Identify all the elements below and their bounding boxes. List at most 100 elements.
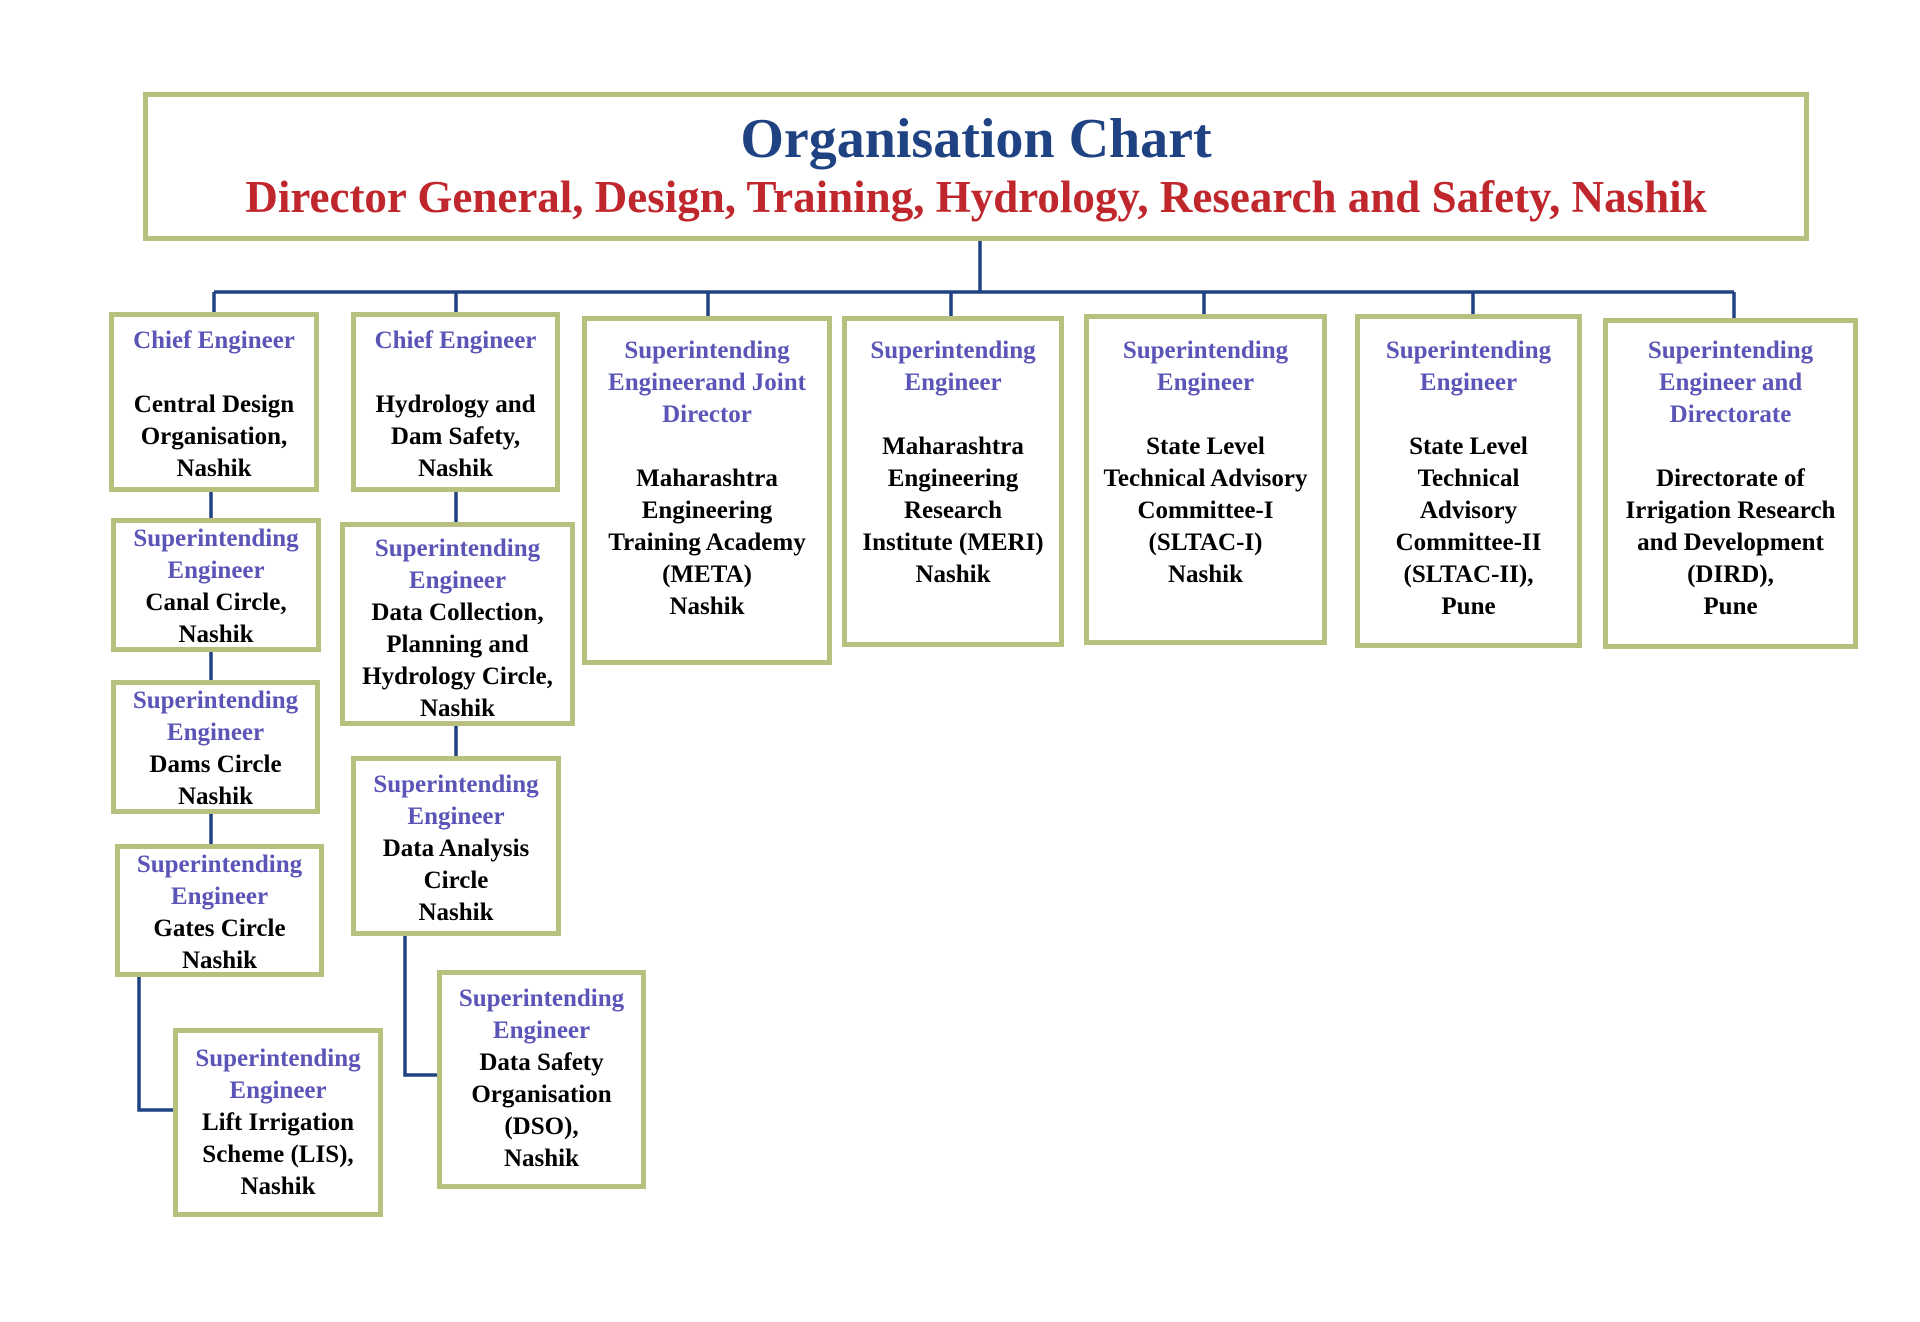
node-role: Superintending Engineer <box>1386 335 1551 399</box>
node-role: Superintending Engineer <box>137 849 302 913</box>
unit-line: State Level <box>1146 433 1265 460</box>
node-se-gates-circle: Superintending Engineer Gates Circle Nas… <box>115 844 324 977</box>
unit-line: Research <box>903 497 1003 524</box>
node-unit: Gates Circle Nashik <box>153 913 285 977</box>
unit-line: Data Collection, <box>371 599 544 626</box>
unit-line: Central Design <box>133 391 295 418</box>
node-ce-central-design: Chief Engineer Central Design Organisati… <box>109 312 319 492</box>
node-ce-hydrology-dam-safety: Chief Engineer Hydrology and Dam Safety,… <box>351 312 560 492</box>
unit-line: Hydrology and <box>375 391 536 418</box>
unit-line: Nashik <box>419 695 496 722</box>
unit-line: Engineering <box>641 497 773 524</box>
node-role: Superintending Engineer <box>1123 335 1288 399</box>
unit-line: Nashik <box>176 455 252 482</box>
role-line: Superintending <box>133 525 299 552</box>
title-box: Organisation Chart Director General, Des… <box>143 92 1809 241</box>
unit-line: Nashik <box>669 593 745 620</box>
node-role: Superintending Engineer <box>375 533 540 597</box>
role-line: Engineer <box>408 567 507 594</box>
unit-line: Organisation <box>471 1081 612 1108</box>
unit-line: Gates Circle <box>153 915 286 942</box>
node-se-data-safety: Superintending Engineer Data Safety Orga… <box>437 970 646 1189</box>
unit-line: Pune <box>1703 593 1758 620</box>
node-unit: Directorate of Irrigation Research and D… <box>1626 463 1836 623</box>
unit-line: Dams Circle <box>149 751 282 778</box>
page-subtitle: Director General, Design, Training, Hydr… <box>245 171 1707 222</box>
unit-line: Circle <box>423 867 489 894</box>
role-line: Superintending <box>870 337 1036 364</box>
role-line: Directorate <box>1669 401 1792 428</box>
node-unit: Maharashtra Engineering Research Institu… <box>862 431 1043 591</box>
node-role: Chief Engineer <box>133 327 295 354</box>
unit-line: Advisory <box>1419 497 1518 524</box>
role-line: Engineer <box>1419 369 1518 396</box>
node-se-meta: Superintending Engineerand Joint Directo… <box>582 316 832 665</box>
node-role: Superintending Engineer <box>133 523 298 587</box>
unit-line: Data Safety <box>479 1049 604 1076</box>
unit-line: State Level <box>1409 433 1528 460</box>
unit-line: (DSO), <box>504 1113 579 1140</box>
node-se-dird: Superintending Engineer and Directorate … <box>1603 318 1858 649</box>
unit-line: Nashik <box>503 1145 580 1172</box>
role-line: Superintending <box>458 985 625 1012</box>
role-line: Superintending <box>195 1045 361 1072</box>
role-line: Engineerand Joint <box>608 369 806 396</box>
node-unit: Hydrology and Dam Safety, Nashik <box>376 389 536 485</box>
node-unit: Data Collection, Planning and Hydrology … <box>362 597 553 725</box>
role-line: Engineer and <box>1658 369 1803 396</box>
unit-line: Nashik <box>181 947 258 974</box>
connector-line <box>137 977 173 1112</box>
role-line: Engineer <box>170 883 269 910</box>
connector-line <box>403 936 437 1077</box>
unit-line: Nashik <box>240 1173 316 1200</box>
node-unit: Data Analysis Circle Nashik <box>383 833 530 929</box>
role-line: Superintending <box>136 851 303 878</box>
unit-line: Irrigation Research <box>1625 497 1836 524</box>
role-line: Superintending <box>1122 337 1289 364</box>
node-role: Superintending Engineer <box>133 685 298 749</box>
role-line: Engineer <box>166 719 265 746</box>
node-role: Superintending Engineer <box>195 1043 360 1107</box>
node-unit: Dams Circle Nashik <box>149 749 281 813</box>
node-unit: Lift Irrigation Scheme (LIS), Nashik <box>202 1107 354 1203</box>
role-line: Superintending <box>373 771 539 798</box>
node-role: Chief Engineer <box>374 327 537 354</box>
unit-line: Nashik <box>417 455 494 482</box>
role-line: Engineer <box>229 1077 327 1104</box>
node-se-canal-circle: Superintending Engineer Canal Circle, Na… <box>111 518 321 652</box>
node-unit: Maharashtra Engineering Training Academy… <box>608 463 805 623</box>
unit-line: (SLTAC-I) <box>1148 529 1263 556</box>
role-line: Superintending <box>374 535 541 562</box>
node-role: Superintending Engineer <box>459 983 624 1047</box>
unit-line: Technical <box>1417 465 1520 492</box>
unit-line: Nashik <box>418 899 494 926</box>
role-line: Superintending <box>624 337 790 364</box>
unit-line: Scheme (LIS), <box>202 1141 354 1168</box>
unit-line: Lift Irrigation <box>201 1109 355 1136</box>
unit-line: Organisation, <box>140 423 288 450</box>
role-line: Engineer <box>167 557 265 584</box>
node-se-data-collection: Superintending Engineer Data Collection,… <box>340 522 575 726</box>
node-se-lift-irrigation: Superintending Engineer Lift Irrigation … <box>173 1028 383 1217</box>
unit-line: Training Academy <box>608 529 806 556</box>
unit-line: Canal Circle, <box>145 589 287 616</box>
unit-line: Nashik <box>178 621 254 648</box>
node-role: Superintending Engineer <box>870 335 1035 399</box>
role-line: Superintending <box>1647 337 1814 364</box>
unit-line: Nashik <box>1167 561 1244 588</box>
unit-line: Nashik <box>915 561 991 588</box>
node-se-sltac-1: Superintending Engineer State Level Tech… <box>1084 314 1327 645</box>
role-line: Engineer <box>1156 369 1255 396</box>
unit-line: Dam Safety, <box>390 423 521 450</box>
role-line: Engineer <box>904 369 1002 396</box>
role-line: Engineer <box>407 803 505 830</box>
role-line: Engineer <box>492 1017 591 1044</box>
role-line: Superintending <box>1385 337 1552 364</box>
role-line: Director <box>662 401 752 428</box>
node-role: Superintending Engineerand Joint Directo… <box>608 335 806 431</box>
unit-line: Committee-I <box>1137 497 1274 524</box>
node-se-meri: Superintending Engineer Maharashtra Engi… <box>842 316 1064 647</box>
node-unit: State Level Technical Advisory Committee… <box>1104 431 1308 591</box>
node-unit: Data Safety Organisation (DSO), Nashik <box>471 1047 611 1175</box>
